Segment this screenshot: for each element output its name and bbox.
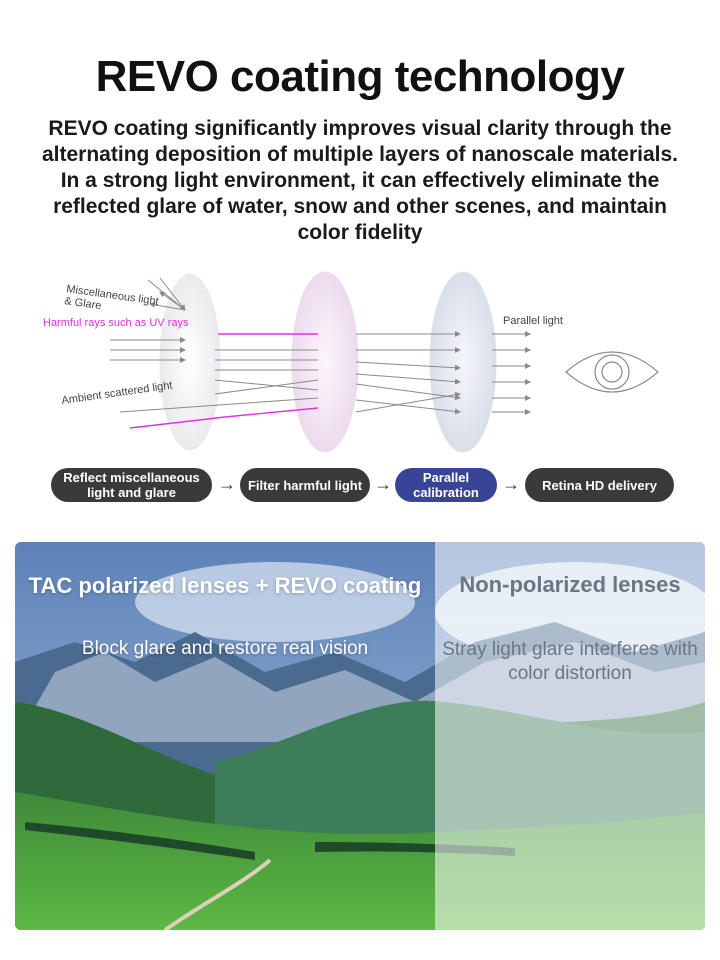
arrow-icon: → (502, 474, 520, 494)
lens-diagram: Miscellaneous light & Glare Harmful rays… (43, 271, 659, 453)
non-polarized-lens-subtitle: Stray light glare interferes with color … (442, 639, 698, 684)
eye-icon (565, 351, 659, 393)
lens-comparison: TAC polarized lenses + REVO coating Bloc… (15, 542, 705, 930)
label-harmful-rays: Harmful rays such as UV rays (43, 317, 189, 329)
arrow-icon: → (218, 474, 236, 494)
page-description: REVO coating significantly improves visu… (42, 117, 678, 244)
step-parallel: Parallel calibration (395, 468, 497, 502)
lens-3 (429, 271, 497, 453)
step-reflect: Reflect miscellaneous light and glare (51, 468, 212, 502)
label-parallel-light: Parallel light (503, 315, 563, 327)
label-glare: & Glare (64, 295, 103, 312)
landscape-image (15, 542, 705, 930)
page-title: REVO coating technology (95, 52, 625, 101)
step-retina: Retina HD delivery (525, 468, 674, 502)
label-ambient-light: Ambient scattered light (61, 380, 173, 407)
polarized-lens-subtitle: Block glare and restore real vision (81, 638, 369, 659)
arrow-icon: → (374, 474, 392, 494)
step-filter: Filter harmful light (240, 468, 370, 502)
polarized-lens-title: TAC polarized lenses + REVO coating (28, 573, 422, 598)
non-polarized-lens-title: Non-polarized lenses (459, 572, 681, 597)
process-steps: Reflect miscellaneous light and glare → … (0, 468, 720, 504)
lens-2 (291, 271, 359, 453)
